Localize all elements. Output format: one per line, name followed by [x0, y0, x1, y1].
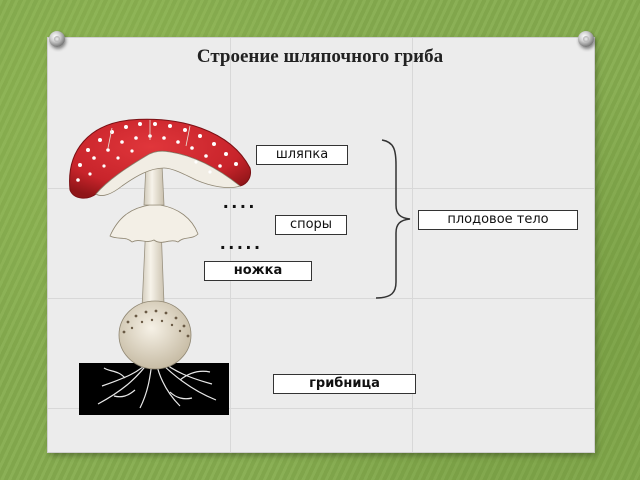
ring-shape: [109, 204, 199, 243]
bracket-line: [375, 139, 411, 299]
bulb-warts: [122, 309, 190, 338]
bulb-shape: [118, 300, 192, 370]
label-spores: споры: [275, 215, 347, 235]
pin-icon-top-right: [578, 31, 594, 47]
grid-line: [48, 408, 594, 409]
dots-lower: .....: [220, 232, 263, 254]
label-stem: ножка: [204, 261, 312, 281]
soil-block: [79, 363, 229, 415]
cap-gill-lines: [107, 120, 191, 149]
grid-line: [48, 188, 594, 189]
label-mycelium: грибница: [273, 374, 416, 394]
pin-icon-top-left: [49, 31, 65, 47]
dots-upper: ....: [223, 191, 258, 213]
grid-line: [48, 298, 594, 299]
label-cap: шляпка: [256, 145, 348, 165]
label-fruiting-body: плодовое тело: [418, 210, 578, 230]
grid-line: [230, 38, 231, 452]
page-title: Строение шляпочного гриба: [196, 46, 444, 67]
cap-flesh-shape: [95, 150, 241, 196]
grid-line: [412, 38, 413, 452]
